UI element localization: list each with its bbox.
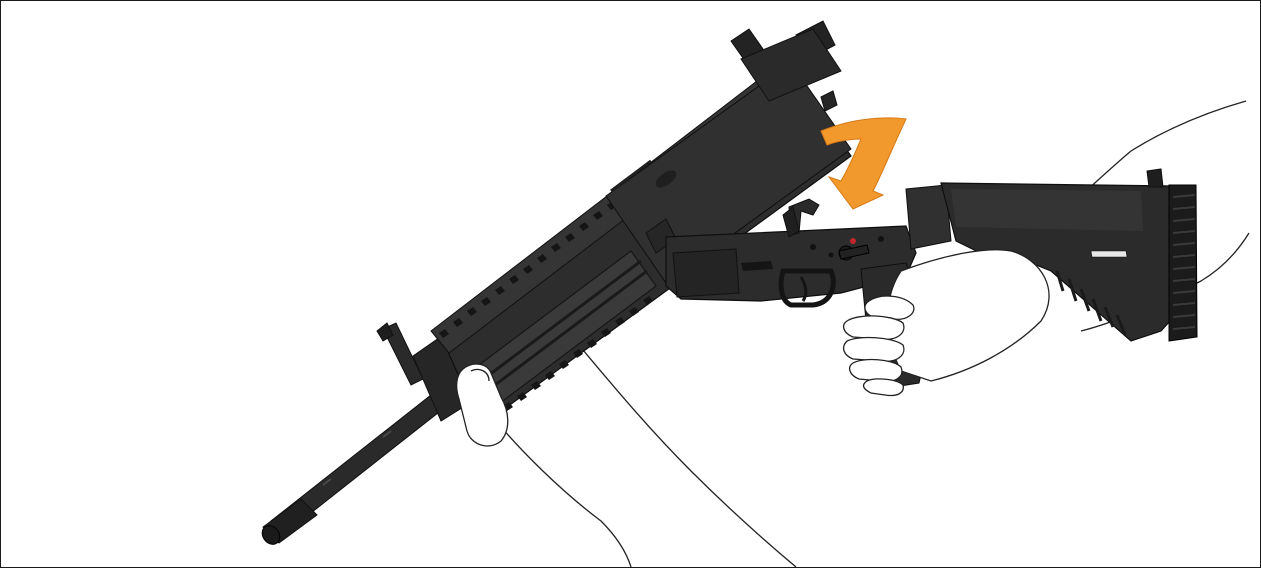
barrel xyxy=(259,391,448,548)
safety-indicator xyxy=(850,238,856,244)
